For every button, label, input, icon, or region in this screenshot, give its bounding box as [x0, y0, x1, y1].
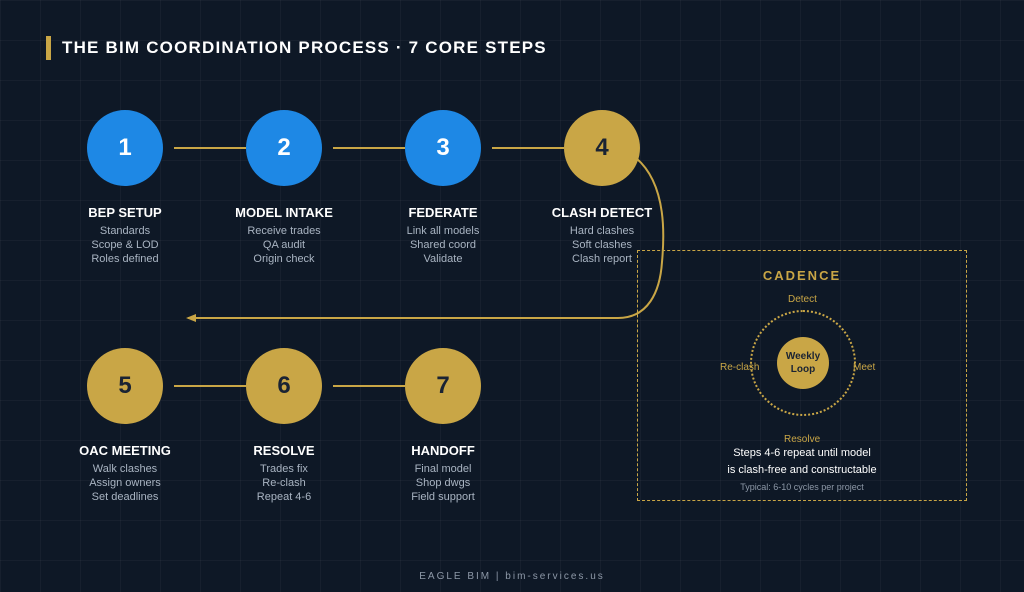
cadence-note-line-1: Steps 4-6 repeat until model — [733, 447, 871, 459]
step-5-circle: 5 — [87, 348, 163, 424]
step-1-detail: Scope & LOD — [91, 239, 159, 251]
step-3-detail: Validate — [423, 253, 463, 265]
footer-credit: EAGLE BIM | bim-services.us — [419, 571, 605, 582]
step-6-circle: 6 — [246, 348, 322, 424]
step-4-details: Hard clashes Soft clashes Clash report — [522, 224, 682, 266]
loop-center-line: Loop — [790, 364, 816, 375]
step-7-detail: Final model — [414, 463, 472, 475]
step-1-detail: Standards — [99, 225, 151, 237]
step-7-detail: Field support — [411, 491, 475, 503]
step-1-number: 1 — [118, 134, 132, 161]
step-4-label: CLASH DETECT — [551, 205, 653, 220]
step-6-number: 6 — [277, 372, 291, 399]
step-2-details: Receive trades QA audit Origin check — [204, 224, 364, 266]
step-4-circle: 4 — [564, 110, 640, 186]
loop-center-line: Weekly — [785, 351, 821, 362]
step-4-detail: Hard clashes — [569, 225, 635, 237]
step-6-detail: Re-clash — [262, 477, 306, 489]
step-1-circle: 1 — [87, 110, 163, 186]
step-2-label: MODEL INTAKE — [235, 205, 333, 220]
step-4-number: 4 — [595, 134, 609, 161]
title-accent-bar — [46, 36, 51, 60]
loop-label-reclash: Re-clash — [720, 362, 760, 373]
step-7-label: HANDOFF — [411, 443, 475, 458]
step-6-detail: Repeat 4-6 — [256, 491, 312, 503]
step-3-detail: Shared coord — [409, 239, 477, 251]
cadence-panel: CADENCE Detect Weekly Loop Re-clash Meet… — [637, 250, 967, 501]
page-title: THE BIM COORDINATION PROCESS · 7 CORE ST… — [62, 38, 547, 57]
step-7-detail: Shop dwgs — [415, 477, 471, 489]
step-7-number: 7 — [436, 372, 450, 399]
cadence-title: CADENCE — [762, 268, 842, 283]
connector-4-to-row2-arrow — [186, 157, 665, 322]
step-2-detail: Origin check — [253, 253, 315, 265]
step-2-number: 2 — [277, 134, 291, 161]
step-7-details: Final model Shop dwgs Field support — [363, 462, 523, 504]
loop-label-meet: Meet — [853, 362, 876, 373]
step-6-details: Trades fix Re-clash Repeat 4-6 — [204, 462, 364, 504]
step-5-detail: Assign owners — [89, 477, 161, 489]
step-3-label: FEDERATE — [408, 205, 478, 220]
step-4-detail: Soft clashes — [572, 239, 632, 251]
step-2-detail: Receive trades — [247, 225, 321, 237]
step-7-circle: 7 — [405, 348, 481, 424]
step-3-details: Link all models Shared coord Validate — [363, 224, 523, 266]
step-1-details: Standards Scope & LOD Roles defined — [45, 224, 205, 266]
step-5-number: 5 — [118, 372, 132, 399]
step-5-label: OAC MEETING — [79, 443, 171, 458]
step-1-label: BEP SETUP — [88, 205, 162, 220]
step-5-detail: Set deadlines — [91, 491, 159, 503]
step-5-detail: Walk clashes — [92, 463, 158, 475]
cadence-subnote: Typical: 6-10 cycles per project — [740, 482, 864, 492]
loop-label-resolve: Resolve — [784, 434, 821, 445]
step-5-details: Walk clashes Assign owners Set deadlines — [45, 462, 205, 504]
loop-label-detect: Detect — [788, 294, 817, 305]
step-4-detail: Clash report — [572, 253, 632, 265]
step-1-detail: Roles defined — [91, 253, 159, 265]
weekly-loop-center: Weekly Loop — [777, 337, 829, 389]
step-6-detail: Trades fix — [260, 463, 308, 475]
step-3-detail: Link all models — [406, 225, 480, 237]
step-2-detail: QA audit — [262, 239, 306, 251]
step-2-circle: 2 — [246, 110, 322, 186]
cadence-note-line-2: is clash-free and constructable — [727, 464, 877, 476]
step-3-circle: 3 — [405, 110, 481, 186]
step-6-label: RESOLVE — [253, 443, 315, 458]
step-3-number: 3 — [436, 134, 450, 161]
weekly-loop-ring — [750, 310, 856, 416]
